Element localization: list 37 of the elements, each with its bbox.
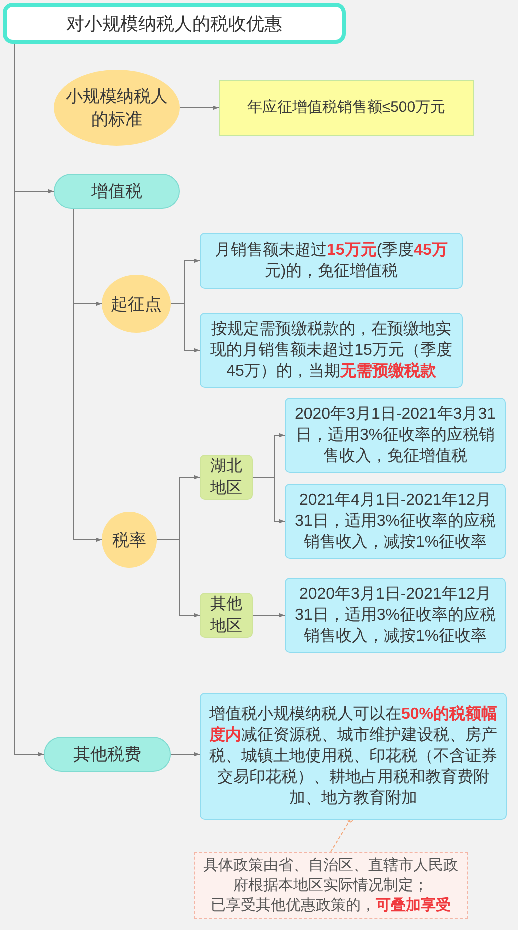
info-box — [200, 313, 463, 388]
node-label: 小规模纳税人的标准 — [65, 86, 169, 131]
connector-arrow — [180, 106, 220, 110]
node-text: 2020年3月1日-2021年3月31日，适用3%征收率的应税销售收入，免征增值税 — [294, 405, 497, 467]
info-box — [285, 484, 506, 559]
note-text: 已享受其他优惠政策的，可叠加享受 — [211, 896, 451, 916]
connector-arrow — [252, 477, 286, 524]
info-box — [285, 398, 506, 473]
node-text: 2021年4月1日-2021年12月31日，适用3%征收率的应税销售收入，减按1%征收率 — [294, 491, 497, 553]
node-label: 其他地区 — [210, 594, 244, 636]
connector-arrow — [252, 613, 286, 618]
note-text: 具体政策由省、自治区、直辖市人民政府根据本地区实际情况制定； — [202, 856, 460, 896]
node-label: 起征点 — [111, 294, 162, 316]
node-text: 增值税小规模纳税人可以在50%的税额幅度内减征资源税、城市维护建设税、房产税、城镇土地使用税、印花税（不含证券交易印花税）、耕地占用税和教育费附加、地方教育附加 — [208, 704, 499, 809]
region-box — [200, 593, 253, 638]
region-box — [200, 455, 253, 500]
category-pill — [54, 174, 180, 209]
info-box — [285, 578, 506, 653]
connector-arrow — [170, 752, 200, 757]
node-text: 2020年3月1日-2021年12月31日，适用3%征收率的应税销售收入，减按1%征收率 — [294, 585, 497, 647]
node-label: 其他税费 — [74, 744, 142, 766]
node-text: 年应征增值税销售额≤500万元 — [247, 98, 446, 118]
node-label: 增值税 — [92, 181, 142, 203]
leader-line — [330, 817, 354, 852]
node-label: 税率 — [112, 530, 146, 552]
title-box — [3, 3, 346, 44]
info-box — [200, 233, 463, 289]
info-box — [200, 693, 507, 820]
connector-arrow — [170, 304, 200, 353]
node-label: 湖北地区 — [210, 456, 244, 498]
category-pill — [44, 737, 171, 772]
note-box — [194, 852, 468, 919]
title-text: 对小规模纳税人的税收优惠 — [66, 12, 282, 36]
node-text: 按规定需预缴税款的，在预缴地实现的月销售额未超过15万元（季度45万）的，当期无需预缴税款 — [210, 320, 453, 382]
criterion-box — [219, 80, 474, 136]
node-text: 月销售额未超过15万元(季度45万元)的，免征增值税 — [214, 240, 449, 282]
connector-arrow — [156, 540, 200, 618]
